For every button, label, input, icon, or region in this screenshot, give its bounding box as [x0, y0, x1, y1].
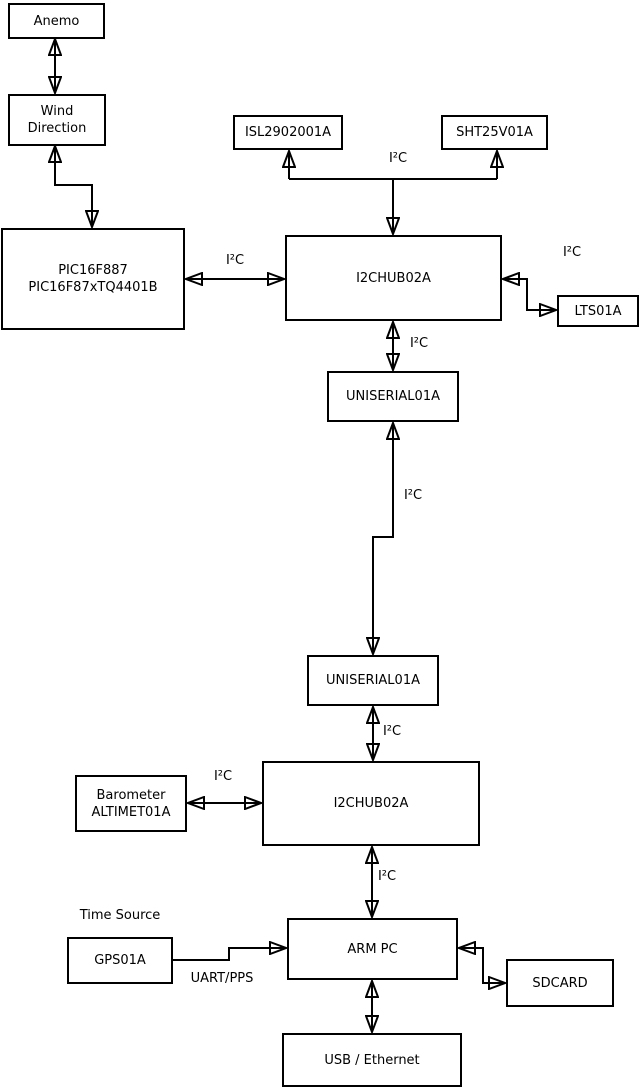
box-pic-label-line1: PIC16F887 [58, 263, 128, 278]
edge-label-i2c-barometer-hub: I²C [213, 769, 233, 784]
box-lts01a-label: LTS01A [574, 303, 622, 319]
box-barometer-label-line2: ALTIMET01A [91, 804, 171, 820]
box-barometer-label-line1: Barometer [96, 787, 166, 803]
box-arm-pc: ARM PC [287, 918, 458, 980]
edge-label-i2c-sensor-bus: I²C [388, 151, 408, 166]
box-sdcard-label: SDCARD [532, 975, 588, 991]
box-gps01a-label: GPS01A [94, 953, 146, 968]
box-sht25v01a-label: SHT25V01A [456, 125, 533, 140]
box-isl2902001a: ISL2902001A [233, 115, 343, 150]
box-arm-pc-label: ARM PC [347, 941, 398, 957]
box-lts01a: LTS01A [557, 295, 639, 327]
box-barometer: Barometer ALTIMET01A [75, 775, 187, 832]
connector-uniserial-link [373, 424, 393, 653]
box-anemometer: Anemo [8, 3, 105, 39]
box-i2c-hub-bottom-label: I2CHUB02A [333, 796, 409, 811]
box-uniserial-bottom-label: UNISERIAL01A [326, 673, 420, 688]
edge-label-i2c-hub-armpc: I²C [377, 869, 397, 884]
box-sht25v01a: SHT25V01A [441, 115, 548, 150]
box-gps01a: GPS01A [67, 937, 173, 984]
edge-label-i2c-uniserial-hub: I²C [382, 724, 402, 739]
box-wind-direction-label-line1: Wind [40, 104, 74, 119]
box-pic-label-line2: PIC16F87xTQ4401B [28, 280, 158, 295]
box-i2c-hub-bottom: I2CHUB02A [262, 761, 480, 846]
edge-label-uart-pps: UART/PPS [190, 971, 254, 986]
box-i2c-hub-top-label: I2CHUB02A [356, 270, 431, 286]
box-uniserial-bottom: UNISERIAL01A [307, 655, 439, 706]
box-uniserial-top: UNISERIAL01A [327, 371, 459, 422]
connector-gps-armpc [173, 948, 285, 961]
edge-label-i2c-uniserial-link: I²C [403, 488, 423, 503]
connector-hub-lts [504, 279, 555, 310]
box-sdcard: SDCARD [506, 959, 614, 1007]
connector-armpc-sdcard [460, 948, 504, 983]
box-uniserial-top-label: UNISERIAL01A [346, 389, 440, 404]
edge-label-i2c-hub-lts: I²C [562, 245, 582, 260]
box-isl2902001a-label: ISL2902001A [244, 125, 332, 140]
annotation-time-source: Time Source [79, 908, 161, 923]
box-usb-ethernet: USB / Ethernet [282, 1033, 462, 1087]
box-usb-ethernet-label: USB / Ethernet [324, 1052, 420, 1068]
edge-label-i2c-hub-uniserial: I²C [409, 336, 429, 351]
box-anemometer-label: Anemo [33, 13, 80, 29]
box-pic-microcontroller: PIC16F887 PIC16F87xTQ4401B [1, 228, 185, 330]
edge-label-i2c-pic-hub: I²C [225, 253, 245, 268]
connector-wind-pic [55, 147, 92, 226]
box-i2c-hub-top: I2CHUB02A [285, 235, 502, 321]
box-wind-direction-label-line2: Direction [27, 121, 87, 136]
box-wind-direction: Wind Direction [8, 94, 106, 146]
